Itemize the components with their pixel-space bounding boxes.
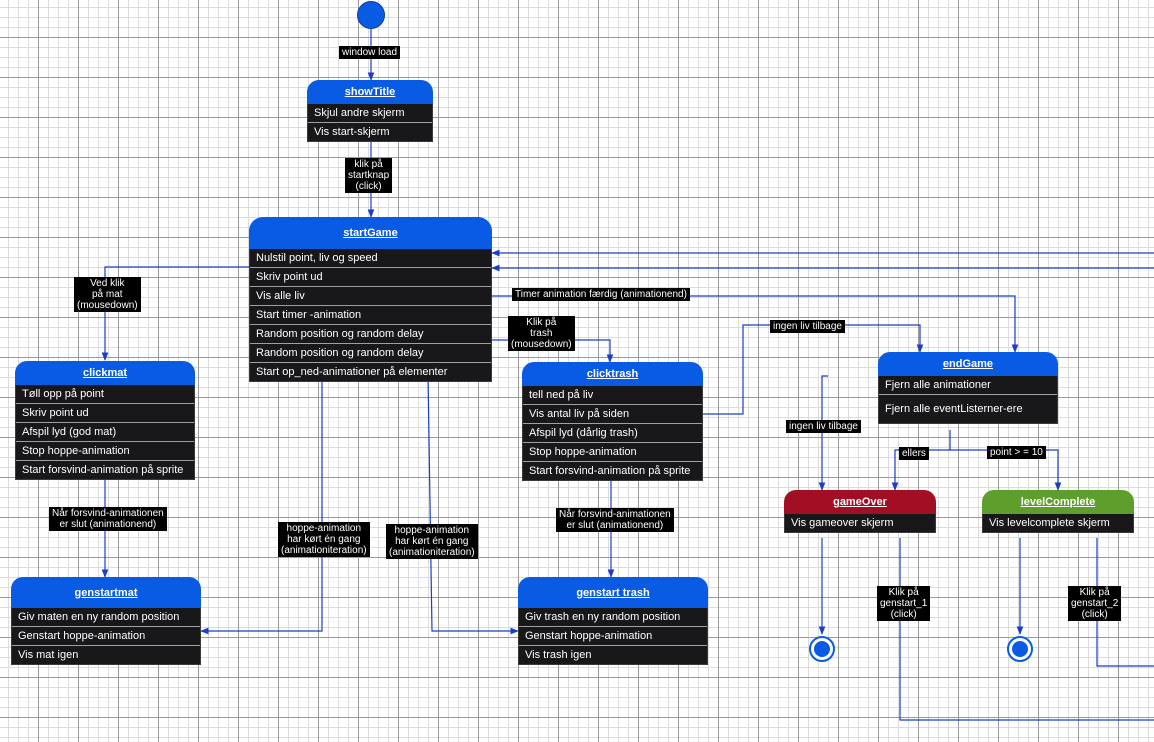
state-showtitle-title: showTitle (307, 80, 433, 104)
arrow-genstart-2 (1096, 538, 1154, 667)
state-endgame-title: endGame (878, 352, 1058, 376)
arrow-hoppe-trash (427, 375, 519, 635)
action-row: Giv trash en ny random position (519, 608, 707, 627)
arrow-endgame-ellers (891, 430, 951, 491)
action-row: Tøll opp på point (16, 385, 194, 404)
action-row: Skriv point ud (16, 404, 194, 423)
action-row: Vis start-skjerm (314, 126, 390, 138)
state-genstartmat[interactable]: genstartmat Giv maten en ny random posit… (11, 577, 201, 665)
action-row: Start timer -animation (250, 306, 491, 325)
action-row: Afspil lyd (god mat) (16, 423, 194, 442)
action-row: Vis antal liv på siden (523, 405, 702, 424)
action-row: Random position og random delay (250, 344, 491, 363)
state-clicktrash-title: clicktrash (522, 362, 703, 386)
state-endgame[interactable]: endGame Fjern alle animationer Fjern all… (878, 352, 1058, 424)
action-row: Start forsvind-animation på sprite (529, 465, 691, 477)
transition-label-hoppe-1: hoppe-animation har kørt én gang (animat… (278, 522, 370, 557)
transition-label-window-load: window load (339, 46, 401, 59)
action-row: Start op_ned-animationer på elementer (256, 366, 448, 378)
action-row: Stop hoppe-animation (523, 443, 702, 462)
final-state-gameover (809, 636, 835, 662)
state-gameover-title: gameOver (784, 490, 936, 514)
arrow-hoppe-mat (200, 376, 323, 635)
transition-label-timer-done: Timer animation færdig (animationend) (512, 288, 690, 301)
state-clickmat-title: clickmat (15, 361, 195, 385)
arrow-genstart-1 (899, 538, 1154, 721)
transition-label-klik-mat: Ved klik på mat (mousedown) (74, 277, 141, 312)
state-gameover[interactable]: gameOver Vis gameover skjerm (784, 490, 936, 533)
state-levelcomplete-title: levelComplete (982, 490, 1134, 514)
state-clickmat[interactable]: clickmat Tøll opp på point Skriv point u… (15, 361, 195, 480)
action-row: Random position og random delay (250, 325, 491, 344)
state-startgame-title: startGame (249, 217, 492, 249)
action-row: Stop hoppe-animation (16, 442, 194, 461)
action-row: Giv maten en ny random position (12, 608, 200, 627)
arrow-endgame-point (950, 449, 1062, 491)
action-row: Skriv point ud (250, 268, 491, 287)
transition-label-klik-trash: Klik på trash (mousedown) (508, 316, 575, 351)
transition-label-hoppe-2: hoppe-animation har kørt én gang (animat… (386, 524, 478, 559)
arrow-endgame-to-gameover (818, 375, 828, 491)
action-row: Nulstil point, liv og speed (250, 249, 491, 268)
action-row: Genstart hoppe-animation (519, 627, 707, 646)
action-row: Vis levelcomplete skjerm (989, 517, 1110, 529)
action-row: Afspil lyd (dårlig trash) (523, 424, 702, 443)
state-showtitle[interactable]: showTitle Skjul andre skjerm Vis start-s… (307, 80, 433, 142)
transition-label-genstart-1: Klik på genstart_1 (click) (877, 586, 931, 621)
state-startgame[interactable]: startGame Nulstil point, liv og speed Sk… (249, 217, 492, 382)
transition-label-forsvind-mat: Når forsvind-animationen er slut (animat… (49, 507, 167, 531)
action-row: tell ned på liv (523, 386, 702, 405)
transition-label-point: point > = 10 (987, 446, 1046, 459)
arrow-clicktrash-to-endgame (703, 324, 924, 415)
state-levelcomplete[interactable]: levelComplete Vis levelcomplete skjerm (982, 490, 1134, 533)
state-clicktrash[interactable]: clicktrash tell ned på liv Vis antal liv… (522, 362, 703, 481)
state-genstartmat-title: genstartmat (11, 577, 201, 608)
transition-label-klik-startknap: klik på startknap (click) (345, 158, 393, 193)
final-state-levelcomplete (1007, 636, 1033, 662)
action-row: Genstart hoppe-animation (12, 627, 200, 646)
action-row: Fjern alle animationer (879, 376, 1057, 395)
action-row: Fjern alle eventListerner-ere (885, 403, 1023, 415)
transition-label-forsvind-trash: Når forsvind-animationen er slut (animat… (556, 508, 674, 532)
action-row: Vis alle liv (250, 287, 491, 306)
action-row: Vis mat igen (18, 649, 79, 661)
action-row: Vis trash igen (525, 649, 592, 661)
action-row: Start forsvind-animation på sprite (22, 464, 184, 476)
initial-state-node (357, 1, 385, 29)
state-genstarttrash[interactable]: genstart trash Giv trash en ny random po… (518, 577, 708, 665)
state-genstarttrash-title: genstart trash (518, 577, 708, 608)
arrow-to-clickmat (101, 266, 249, 361)
transition-label-ingen-liv-1: ingen liv tilbage (770, 320, 845, 333)
transition-label-ingen-liv-2: ingen liv tilbage (786, 420, 861, 433)
action-row: Vis gameover skjerm (791, 517, 894, 529)
transition-label-genstart-2: Klik på genstart_2 (click) (1068, 586, 1122, 621)
transition-label-ellers: ellers (899, 447, 929, 460)
action-row: Skjul andre skjerm (308, 104, 432, 123)
